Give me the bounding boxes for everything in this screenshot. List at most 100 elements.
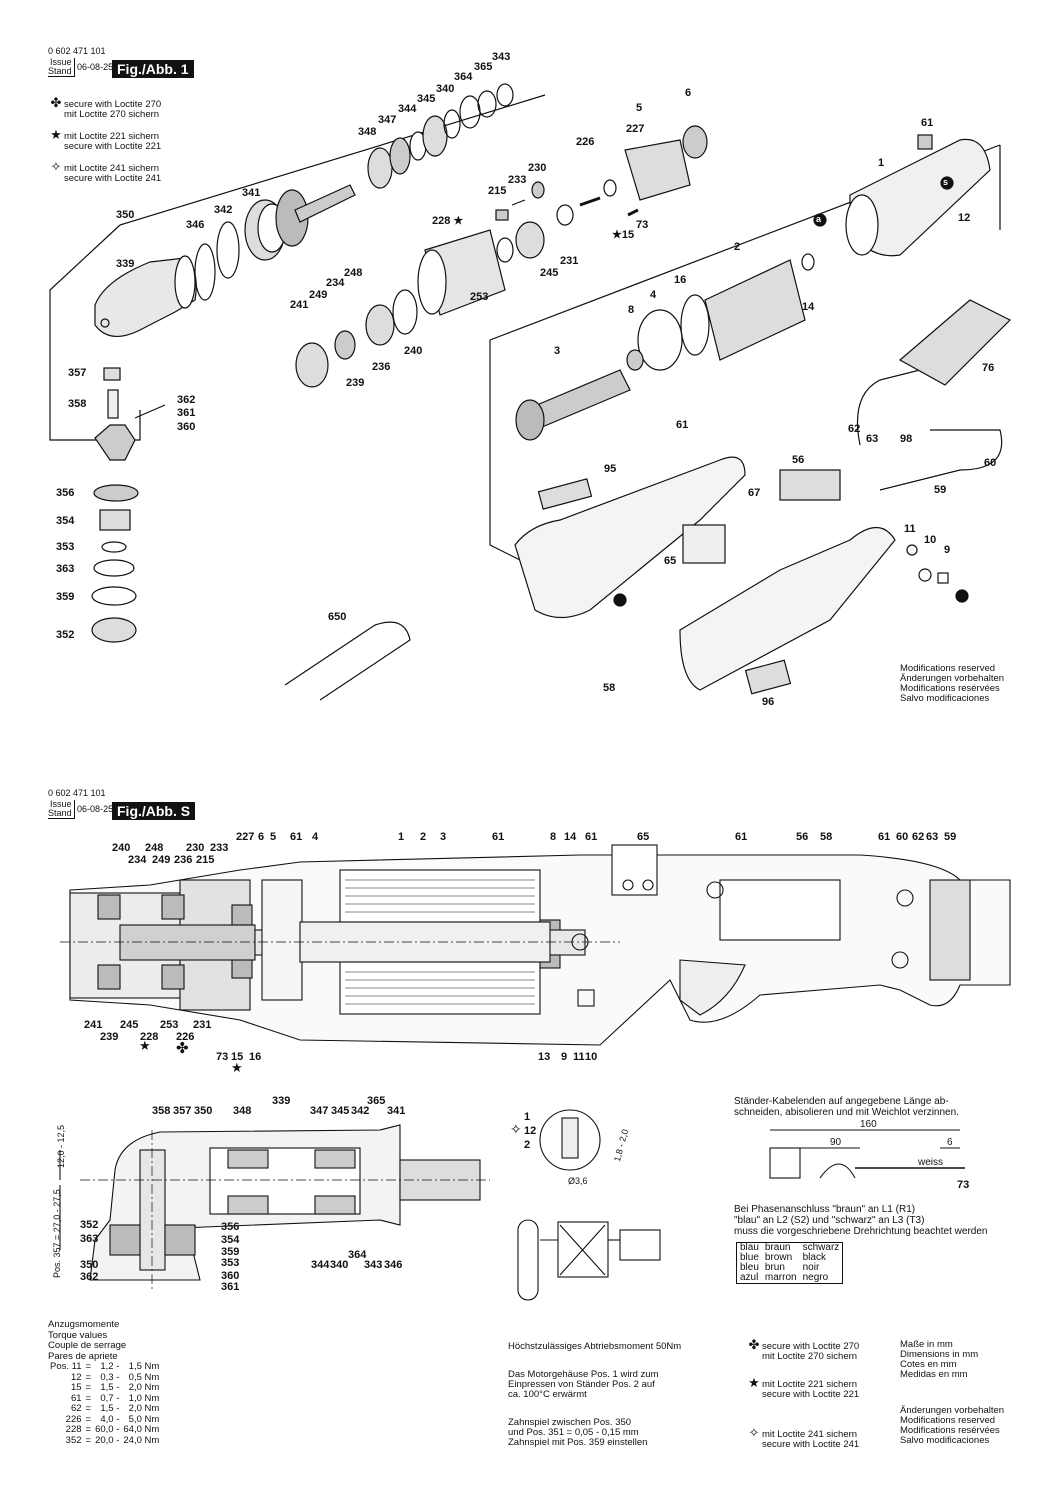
callout: 354	[221, 1234, 240, 1246]
ring-14	[801, 253, 815, 271]
table-cell: 4,0 -	[100, 1413, 120, 1425]
trigger	[679, 959, 746, 1016]
callout: 360	[177, 421, 196, 433]
callout: 234	[128, 854, 147, 866]
axis-line-head	[119, 94, 546, 226]
table-row: Pos. 11=1,2 -1,5 Nm	[48, 1361, 161, 1373]
page1-modifications: Modifications reserved Änderungen vorbeh…	[900, 664, 1004, 704]
callout: 350	[80, 1259, 99, 1271]
callout: 1	[398, 831, 405, 843]
note-line: Dimensions in mm	[900, 1349, 979, 1360]
callout: 62	[848, 423, 861, 435]
table-cell: =	[85, 1424, 92, 1435]
washer-231	[556, 204, 574, 226]
motor-symbol	[517, 1219, 539, 1301]
callout: 249	[152, 854, 171, 866]
callout: 12	[958, 212, 971, 224]
table-cell: 20,0 -	[95, 1434, 120, 1446]
star-outline-icon: ✧	[50, 159, 62, 174]
callout: 95	[604, 463, 617, 475]
table-cell: 352	[65, 1434, 82, 1446]
modifications-line: Modifications reserved	[900, 1415, 996, 1426]
star-outline-icon: ✧	[748, 1425, 760, 1440]
part-215	[495, 209, 509, 221]
stator-block	[769, 1147, 801, 1179]
part-number: 0 602 471 101	[48, 46, 106, 56]
bearing-241	[295, 342, 329, 388]
cable-60	[856, 369, 1003, 491]
note-line: Maße in mm	[900, 1339, 953, 1350]
callout: 8	[550, 831, 557, 843]
callout: 63	[866, 433, 879, 445]
note-line: Cotes en mm	[900, 1359, 957, 1370]
table-cell: 1,5 Nm	[128, 1361, 160, 1372]
callout: 341	[387, 1105, 406, 1117]
callout: 343	[492, 51, 511, 63]
note-line: Medidas en mm	[900, 1369, 968, 1380]
callout: 227	[626, 123, 645, 135]
callout: 362	[80, 1271, 99, 1283]
callout: ★15	[612, 229, 635, 241]
callout: 364	[454, 71, 473, 83]
torque-title: Couple de serrage	[48, 1340, 127, 1351]
washer-10	[918, 568, 932, 582]
legend-loctite-270: ✤secure with Loctite 270 mit Loctite 270…	[746, 1338, 860, 1362]
callout: 76	[982, 362, 995, 374]
note-line: schneiden, abisolieren und mit Weichlot …	[734, 1107, 959, 1118]
part-357	[103, 367, 121, 381]
callout: s	[943, 177, 949, 187]
dimension-label: 160	[860, 1119, 877, 1130]
table-cell: =	[85, 1413, 92, 1425]
callout: 345	[331, 1105, 350, 1117]
star-icon: ★	[748, 1375, 760, 1390]
callout: 6	[258, 831, 265, 843]
screw-11	[906, 544, 918, 556]
callout: 361	[221, 1281, 240, 1293]
callout: 231	[560, 255, 579, 267]
callout: 340	[436, 83, 455, 95]
callout: 341	[242, 187, 261, 199]
callout: 16	[249, 1051, 262, 1063]
modifications-line: Salvo modificaciones	[900, 1435, 990, 1446]
baffle-16	[680, 294, 710, 356]
table-cell: 15	[70, 1382, 82, 1393]
issue-date: 06-08-25	[77, 62, 114, 72]
torque-title: Anzugsmomente	[48, 1319, 120, 1330]
label-96	[744, 659, 792, 695]
legend-line: mit Loctite 241 sichern	[762, 1429, 858, 1440]
callout: 2	[420, 831, 427, 843]
marker-s	[940, 176, 954, 190]
bearing-345	[422, 115, 448, 157]
table-cell: blue	[740, 1252, 759, 1263]
table-cell: 0,7 -	[100, 1392, 120, 1404]
callout: 233	[210, 842, 229, 854]
callout: 361	[177, 407, 196, 419]
housing-half-95	[514, 456, 746, 619]
flange-5	[624, 139, 691, 201]
table-cell: braun	[764, 1242, 791, 1253]
table-row: 15=1,5 -2,0 Nm	[48, 1382, 161, 1394]
callout: 353	[56, 541, 75, 553]
table-row: 62=1,5 -2,0 Nm	[48, 1403, 161, 1415]
bearing-6	[682, 125, 708, 159]
note-line: Höchstzulässiges Abtriebsmoment 50Nm	[508, 1341, 682, 1352]
callout: 363	[56, 563, 75, 575]
table-cell: 1,2 -	[100, 1361, 120, 1372]
ring-353	[101, 541, 127, 553]
screw-61	[917, 134, 933, 150]
callout: 359	[56, 591, 75, 603]
stand-label: Stand	[48, 66, 72, 76]
modifications-line: Modifications resérvées	[900, 683, 1000, 694]
part-358	[107, 389, 119, 419]
spindle-358	[139, 1149, 166, 1271]
callout: 239	[346, 377, 365, 389]
bearing-354	[99, 509, 131, 531]
callout: 2	[524, 1139, 531, 1151]
table-row: 12=0,3 -0,5 Nm	[48, 1372, 161, 1384]
table-cell: brun	[764, 1262, 785, 1273]
note-line: ca. 100°C erwärmt	[508, 1389, 587, 1400]
callout: 253	[160, 1019, 179, 1031]
table-row: 352=20,0 -24,0 Nm	[48, 1434, 161, 1447]
